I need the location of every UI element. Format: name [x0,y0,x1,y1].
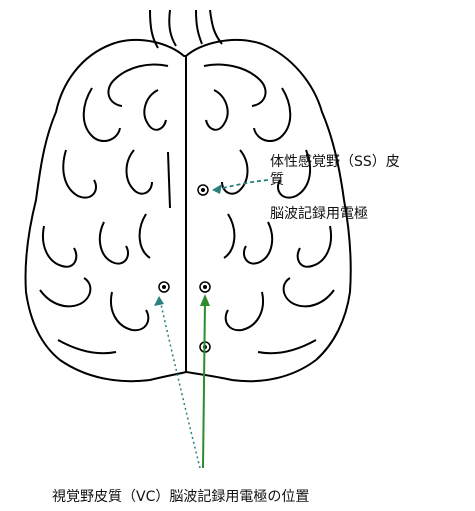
vc-electrode-caption: 視覚野皮質（VC）脳波記録用電極の位置 [52,487,309,507]
vc-pointer-arrow-left [154,296,200,468]
vc-pointer-arrow-right [200,294,210,468]
brainstem-outline [150,10,222,48]
left-sulci [40,65,170,354]
ss-pointer-arrow [212,180,268,194]
ss-electrode-label-line1: 体性感覚野（SS）皮 [270,152,400,172]
electrode-vc-right [200,282,210,292]
ss-electrode-label-line3: 脳波記録用電極 [270,204,368,224]
electrode-ss [198,185,208,195]
ss-electrode-label-line2: 質 [270,170,284,190]
electrode-vc-left [159,282,169,292]
left-hemisphere-outline [25,40,186,381]
